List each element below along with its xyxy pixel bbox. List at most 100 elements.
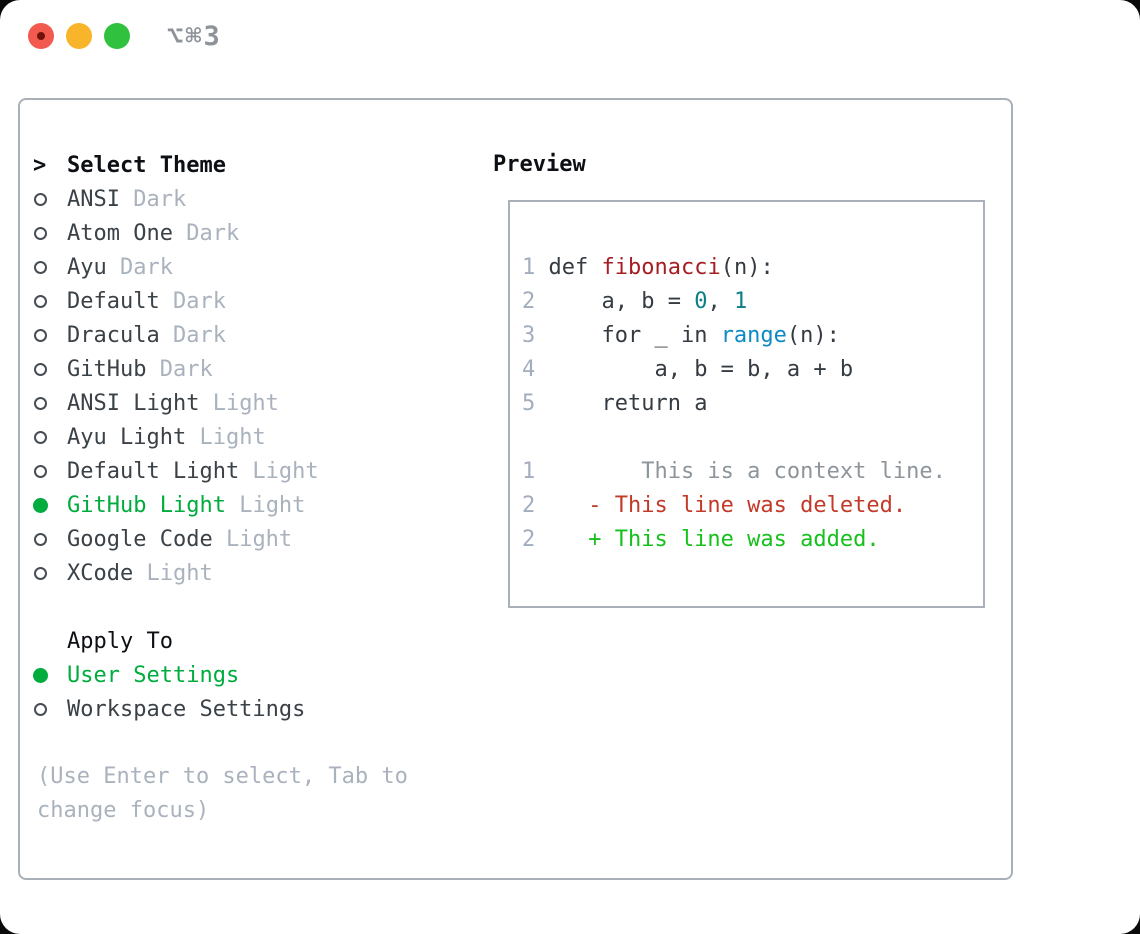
unsaved-dot-icon <box>37 32 45 40</box>
theme-option-ansi-light[interactable]: ANSI Light Light <box>33 386 408 420</box>
close-button[interactable] <box>28 23 54 49</box>
diff-added-text: + This line was added. <box>535 527 880 552</box>
code-token: a, b = <box>535 289 695 314</box>
radio-selected-icon <box>33 667 67 683</box>
apply-to-label: Apply To <box>67 628 173 654</box>
theme-name: XCode <box>67 560 134 586</box>
theme-option-github-light-selected[interactable]: GitHub Light Light <box>33 488 408 522</box>
code-token: for _ in <box>535 323 721 348</box>
radio-unselected-icon <box>33 464 67 478</box>
apply-option-label: User Settings <box>67 662 240 688</box>
theme-variant: Dark <box>146 356 213 382</box>
code-line-3: 3 for _ in range(n): <box>522 319 983 353</box>
theme-name: GitHub <box>67 356 147 382</box>
theme-name: Default <box>67 288 160 314</box>
radio-unselected-icon <box>33 294 67 308</box>
apply-to-header: Apply To <box>33 624 408 658</box>
theme-variant: Light <box>199 390 279 416</box>
diff-added-line: 2 + This line was added. <box>522 523 983 557</box>
help-text-line2: change focus) <box>37 798 210 823</box>
radio-unselected-icon <box>33 396 67 410</box>
code-token: (n): <box>720 255 774 280</box>
theme-variant: Light <box>239 458 319 484</box>
theme-variant: Light <box>133 560 213 586</box>
line-number: 5 <box>522 391 536 416</box>
diff-deleted-line: 2 - This line was deleted. <box>522 489 983 523</box>
theme-name: Ayu <box>67 254 107 280</box>
theme-variant: Light <box>225 492 306 518</box>
theme-option-default-light[interactable]: Default Light Light <box>33 454 408 488</box>
code-token: return a <box>535 391 708 416</box>
apply-option-workspace-settings[interactable]: Workspace Settings <box>33 692 408 726</box>
code-preview: 1 def fibonacci(n): 2 a, b = 0, 1 3 for … <box>510 202 983 557</box>
theme-option-ayu-light[interactable]: Ayu Light Light <box>33 420 408 454</box>
theme-name: ANSI Light <box>67 390 200 416</box>
theme-option-atom-one-dark[interactable]: Atom One Dark <box>33 216 408 250</box>
code-line-4: 4 a, b = b, a + b <box>522 353 983 387</box>
theme-variant: Dark <box>106 254 173 280</box>
zoom-button[interactable] <box>104 23 130 49</box>
spacer <box>33 726 408 760</box>
spacer <box>33 590 408 624</box>
blank-line <box>522 421 983 455</box>
theme-variant: Dark <box>119 186 187 212</box>
line-number: 2 <box>522 527 536 552</box>
number-token: 0 <box>694 289 708 314</box>
theme-option-ansi-dark[interactable]: ANSI Dark <box>33 182 408 216</box>
theme-variant: Light <box>212 526 293 552</box>
line-number: 3 <box>522 323 536 348</box>
diff-deleted-text: - This line was deleted. <box>535 493 907 518</box>
theme-option-dracula-dark[interactable]: Dracula Dark <box>33 318 408 352</box>
theme-name: ANSI <box>67 186 120 212</box>
code-token: , <box>707 289 734 314</box>
diff-context-text: This is a context line. <box>535 459 946 484</box>
theme-name: Google Code <box>67 526 213 552</box>
line-number: 1 <box>522 459 536 484</box>
line-number: 1 <box>522 255 536 280</box>
radio-unselected-icon <box>33 192 67 206</box>
apply-option-user-settings[interactable]: User Settings <box>33 658 408 692</box>
radio-unselected-icon <box>33 430 67 444</box>
theme-variant: Light <box>186 424 266 450</box>
code-token: a, b = b, a + b <box>535 357 854 382</box>
theme-name: Dracula <box>67 322 160 348</box>
theme-variant: Dark <box>159 288 226 314</box>
radio-unselected-icon <box>33 226 67 240</box>
code-token: def <box>535 255 602 280</box>
theme-option-google-code[interactable]: Google Code Light <box>33 522 408 556</box>
function-name-token: fibonacci <box>601 255 721 280</box>
radio-unselected-icon <box>33 532 67 546</box>
select-theme-header: > Select Theme <box>33 148 408 182</box>
prompt-caret-icon: > <box>33 152 47 178</box>
code-line-5: 5 return a <box>522 387 983 421</box>
theme-variant: Dark <box>159 322 226 348</box>
radio-unselected-icon <box>33 702 67 716</box>
theme-list: > Select Theme ANSI Dark Atom One Dark Ay… <box>33 148 408 828</box>
radio-unselected-icon <box>33 328 67 342</box>
diff-context-line: 1 This is a context line. <box>522 455 983 489</box>
theme-selector-panel: > Select Theme ANSI Dark Atom One Dark Ay… <box>18 98 1013 880</box>
line-number: 2 <box>522 289 536 314</box>
builtin-token: range <box>720 323 787 348</box>
radio-unselected-icon <box>33 362 67 376</box>
theme-option-github-dark[interactable]: GitHub Dark <box>33 352 408 386</box>
number-token: 1 <box>733 289 748 314</box>
radio-unselected-icon <box>33 566 67 580</box>
theme-option-xcode[interactable]: XCode Light <box>33 556 408 590</box>
line-number: 2 <box>522 493 536 518</box>
radio-unselected-icon <box>33 260 67 274</box>
select-theme-label: Select Theme <box>67 152 226 178</box>
radio-selected-icon <box>33 497 67 513</box>
theme-option-default-dark[interactable]: Default Dark <box>33 284 408 318</box>
theme-name: Ayu Light <box>67 424 187 450</box>
line-number: 4 <box>522 357 536 382</box>
help-text-line1: (Use Enter to select, Tab to <box>37 764 408 789</box>
minimize-button[interactable] <box>66 23 92 49</box>
theme-variant: Dark <box>172 220 240 246</box>
code-token: (n): <box>786 323 840 348</box>
theme-name: Atom One <box>67 220 173 246</box>
theme-option-ayu-dark[interactable]: Ayu Dark <box>33 250 408 284</box>
theme-name: Default Light <box>67 458 240 484</box>
code-line-1: 1 def fibonacci(n): <box>522 251 983 285</box>
